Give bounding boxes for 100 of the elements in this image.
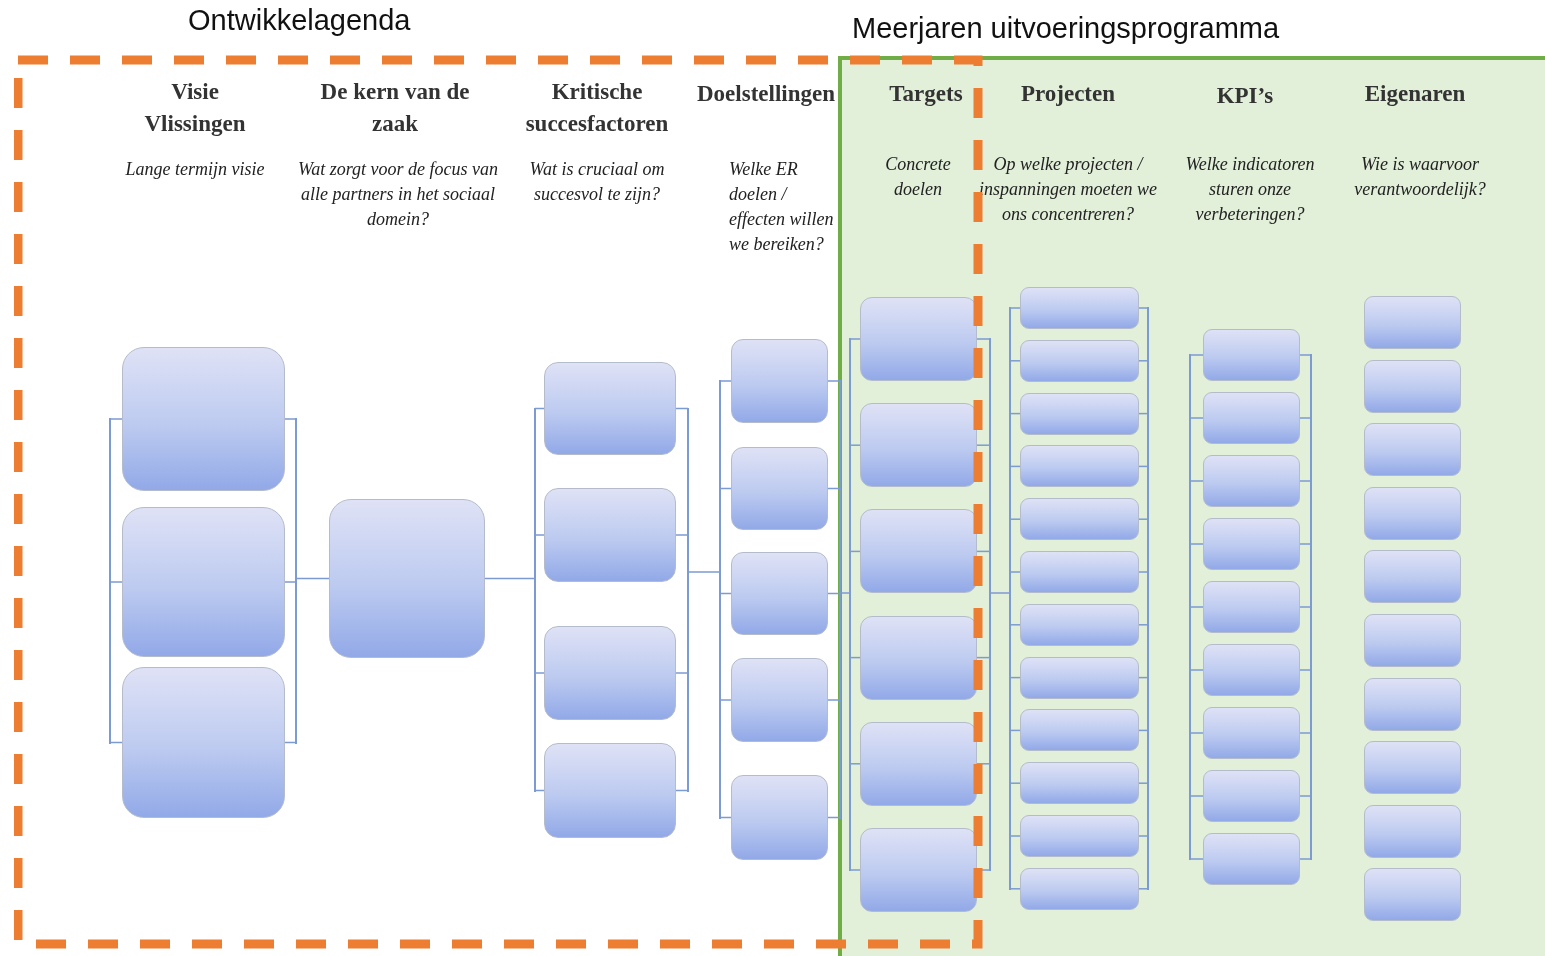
rounded-box (731, 339, 828, 423)
connector (1138, 360, 1149, 362)
column-question: Concrete doelen (884, 153, 952, 201)
rounded-box (1020, 445, 1139, 488)
rounded-box (1020, 762, 1139, 805)
column-heading: Doelstellingen (696, 80, 836, 108)
connector (1189, 795, 1204, 797)
connector (109, 418, 123, 420)
rounded-box (1020, 603, 1139, 646)
connector (1009, 571, 1021, 573)
connector (849, 656, 861, 659)
connector (1138, 518, 1149, 520)
connector (1009, 465, 1021, 468)
connector (1138, 888, 1149, 890)
column-heading: Kritische succesfactoren (524, 78, 670, 138)
connector (849, 763, 861, 765)
connector (1009, 624, 1021, 626)
rounded-box (122, 347, 285, 491)
connector (284, 741, 297, 744)
rounded-box (1203, 833, 1300, 885)
rounded-box (1203, 707, 1300, 759)
connector (675, 534, 689, 536)
connector (1299, 858, 1312, 860)
column-question: Lange termijn visie (125, 158, 265, 181)
connector (1138, 412, 1149, 415)
connector (1009, 412, 1021, 415)
connector (1009, 360, 1021, 362)
column-heading: De kern van de zaak (319, 78, 471, 138)
connector (1299, 354, 1312, 356)
connector (1189, 606, 1204, 608)
column-question: Wie is waarvoor verantwoordelijk? (1353, 153, 1487, 201)
connector (976, 656, 991, 659)
rounded-box (731, 658, 828, 742)
connector (1299, 795, 1312, 797)
connector (849, 869, 861, 871)
rounded-box (1364, 296, 1461, 349)
connector (675, 789, 689, 792)
rounded-box (860, 403, 977, 488)
connector (534, 672, 545, 674)
rounded-box (544, 743, 676, 838)
connector (1009, 782, 1021, 784)
rounded-box (1364, 614, 1461, 667)
connector (849, 550, 861, 553)
connector (109, 741, 123, 744)
column-heading: Projecten (1019, 80, 1117, 108)
connector (1138, 782, 1149, 784)
column-question: Op welke projecten / inspanningen moeten we ons concentreren? (978, 153, 1158, 226)
connector (534, 534, 545, 536)
connector (295, 577, 330, 580)
rounded-box (1203, 581, 1300, 633)
rounded-box (860, 721, 977, 806)
connector (1299, 669, 1312, 671)
connector (1299, 480, 1312, 482)
rounded-box (1020, 709, 1139, 752)
connector (1009, 835, 1021, 837)
connector (1189, 543, 1204, 545)
rounded-box (544, 626, 676, 720)
rounded-box (1020, 656, 1139, 699)
connector (109, 581, 123, 583)
column-question: Wat zorgt voor de focus van alle partners in het sociaal domein? (296, 158, 500, 231)
connector (1189, 732, 1204, 734)
column-heading: Targets (888, 80, 964, 108)
connector (827, 380, 841, 382)
rounded-box (1364, 804, 1461, 858)
column-heading: KPI’s (1215, 82, 1275, 110)
connector (534, 789, 545, 792)
connector (687, 571, 721, 573)
rounded-box (329, 499, 485, 658)
column-heading: Visie Vlissingen (143, 78, 247, 138)
connector (1299, 606, 1312, 608)
connector (827, 699, 841, 701)
rounded-box (544, 362, 676, 455)
connector (1138, 307, 1149, 309)
connector (827, 592, 841, 595)
rounded-box (731, 552, 828, 635)
connector (1138, 465, 1149, 468)
rounded-box (1364, 423, 1461, 477)
connector (1009, 676, 1021, 679)
connector (849, 444, 861, 446)
region-title: Meerjaren uitvoeringsprogramma (852, 12, 1280, 45)
rounded-box (1364, 741, 1461, 795)
connector (1189, 858, 1204, 860)
connector (1138, 571, 1149, 573)
connector (827, 487, 841, 490)
rounded-box (1203, 518, 1300, 570)
connector (849, 338, 861, 340)
rounded-box (1020, 392, 1139, 435)
rounded-box (1203, 644, 1300, 696)
rounded-box (860, 828, 977, 912)
connector (1189, 417, 1204, 419)
rounded-box (1364, 359, 1461, 413)
rounded-box (860, 297, 977, 381)
connector (284, 418, 297, 420)
connector (284, 581, 297, 583)
column-heading: Eigenaren (1363, 80, 1467, 108)
rounded-box (1020, 339, 1139, 382)
connector (719, 816, 732, 819)
column-question: Welke indicatoren sturen onze verbeteringen? (1184, 153, 1316, 226)
connector (1299, 543, 1312, 545)
rounded-box (1364, 868, 1461, 922)
